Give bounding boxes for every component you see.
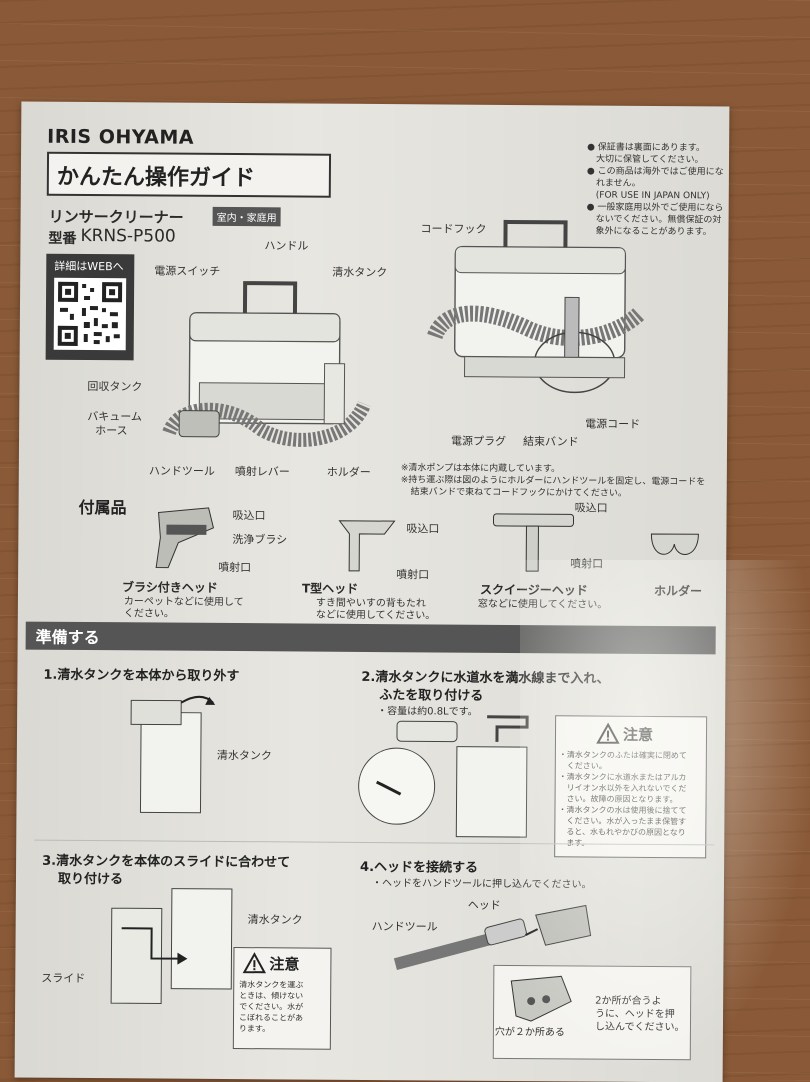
fit-text-3: し込んでください。	[594, 1021, 685, 1034]
label-intake-2: 吸込口	[406, 522, 440, 536]
tank-fill-illustration	[358, 715, 529, 838]
caution-line: ください。水が入ったまま保管す	[558, 816, 687, 827]
head-connect-illustration	[393, 904, 592, 970]
squeegee-desc: 窓などに使用してください。	[477, 598, 608, 611]
cleaner-carry-illustration	[427, 219, 646, 394]
note-line: 大切に保管してください。	[586, 154, 704, 166]
model-label: 型番	[48, 230, 77, 247]
label-handle: ハンドル	[264, 239, 309, 253]
step3-tank-label: 清水タンク	[247, 913, 303, 927]
step-2b: ふたを取り付ける	[379, 688, 484, 704]
qr-code-icon[interactable]	[53, 277, 127, 351]
prep-title: 準備する	[35, 627, 100, 648]
holes-label: 穴が２か所ある	[494, 1026, 565, 1039]
squeegee-head-icon	[492, 513, 575, 572]
label-cord-hook: コードフック	[420, 222, 487, 236]
brush-head-icon	[155, 507, 215, 569]
brand-logo: IRIS OHYAMA	[47, 125, 195, 149]
caution-line: さい。故障の原因となります。	[558, 794, 678, 805]
instruction-sheet: IRIS OHYAMA かんたん操作ガイド リンサークリーナー 室内・家庭用 型…	[14, 101, 730, 1082]
caution-line: ・清水タンクのふたは確実に閉めて	[558, 750, 687, 761]
label-intake-3: 吸込口	[574, 501, 608, 515]
tank-attach-illustration	[110, 888, 233, 1005]
caution-line: 清水タンクを運ぶ	[239, 980, 304, 990]
label-spray-3: 噴射口	[570, 557, 604, 571]
caution-line: ります。	[238, 1024, 271, 1034]
caution-line: でください。水が	[239, 1002, 304, 1012]
caution-line: リイオン水以外を入れないでくだ	[558, 783, 687, 794]
model-number: KRNS-P500	[80, 225, 176, 247]
page-title: かんたん操作ガイド	[56, 164, 255, 192]
note-line: れません。	[586, 178, 641, 189]
caution-title-1: 注意	[622, 725, 654, 744]
product-tag: 室内・家庭用	[212, 206, 281, 227]
label-slide: スライド	[41, 971, 86, 986]
caution-line: ・清水タンクに水道水またはアルカ	[558, 772, 687, 783]
warning-icon	[596, 722, 620, 744]
label-plug: 電源プラグ	[451, 434, 507, 448]
label-spray-2: 噴射口	[396, 568, 430, 582]
caution-title-2: 注意	[269, 955, 300, 974]
step-1: 1.清水タンクを本体から取り外す	[43, 667, 240, 685]
warning-icon-2	[242, 952, 267, 974]
label-holder: ホルダー	[326, 465, 371, 479]
caution-line: ・清水タンクの水は使用後に捨てて	[558, 805, 687, 816]
brush-desc-2: ください。	[123, 608, 174, 620]
caution-line: ると、水もれやかびの原因となり	[558, 827, 686, 838]
cleaner-front-illustration	[162, 281, 371, 447]
t-desc-2: などに使用してください。	[315, 609, 436, 622]
label-water-tank: 清水タンク	[332, 265, 388, 280]
t-head-icon	[338, 520, 396, 572]
step-4: 4.ヘッドを接続する	[360, 859, 479, 876]
note-line: (FOR USE IN JAPAN ONLY)	[586, 190, 710, 202]
step1-tank-label: 清水タンク	[216, 748, 272, 763]
label-spray-lever: 噴射レバー	[234, 465, 290, 479]
note-line: ● 保証書は裏面にあります。	[587, 142, 705, 154]
step-3b: 取り付ける	[57, 871, 124, 888]
label-recovery-tank: 回収タンク	[87, 380, 143, 394]
caution-text-2: 清水タンクを運ぶ ときは、傾けない でください。水が こぼれることがあ ります。	[239, 979, 303, 1034]
label-intake-1: 吸込口	[232, 509, 266, 523]
caution-line: こぼれることがあ	[238, 1013, 304, 1023]
label-power-cord: 電源コード	[585, 417, 641, 431]
note-line: ● この商品は海外ではご使用にな	[586, 166, 724, 178]
label-hand-tool: ハンドツール	[148, 464, 215, 478]
holder-icon	[650, 533, 699, 555]
tank-remove-illustration	[130, 695, 216, 814]
holder-name: ホルダー	[653, 583, 703, 599]
label-power-switch: 電源スイッチ	[154, 264, 221, 278]
step4-sub: ・ヘッドをハンドツールに押し込んでください。	[371, 878, 592, 891]
label-vacuum-hose-2: ホース	[95, 424, 128, 438]
label-band: 結束バンド	[523, 435, 579, 449]
label-brush: 洗浄ブラシ	[232, 533, 288, 547]
prep-header-bar	[25, 621, 716, 655]
note-line: ● 一般家庭用以外でご使用になら	[586, 202, 724, 214]
label-spray-1: 噴射口	[218, 560, 252, 575]
qr-label: 詳細はWEBへ	[54, 259, 124, 274]
caution-line: ときは、傾けない	[239, 991, 304, 1001]
pump-note-3: 結束バンドで束ねてコードフックにかけてください。	[410, 487, 627, 499]
caution-line: ください。	[558, 761, 607, 771]
accessories-title: 付属品	[78, 497, 127, 518]
product-name: リンサークリーナー	[48, 207, 184, 227]
caution-text-1: ・清水タンクのふたは確実に閉めて ください。 ・清水タンクに水道水またはアルカ …	[558, 749, 687, 849]
